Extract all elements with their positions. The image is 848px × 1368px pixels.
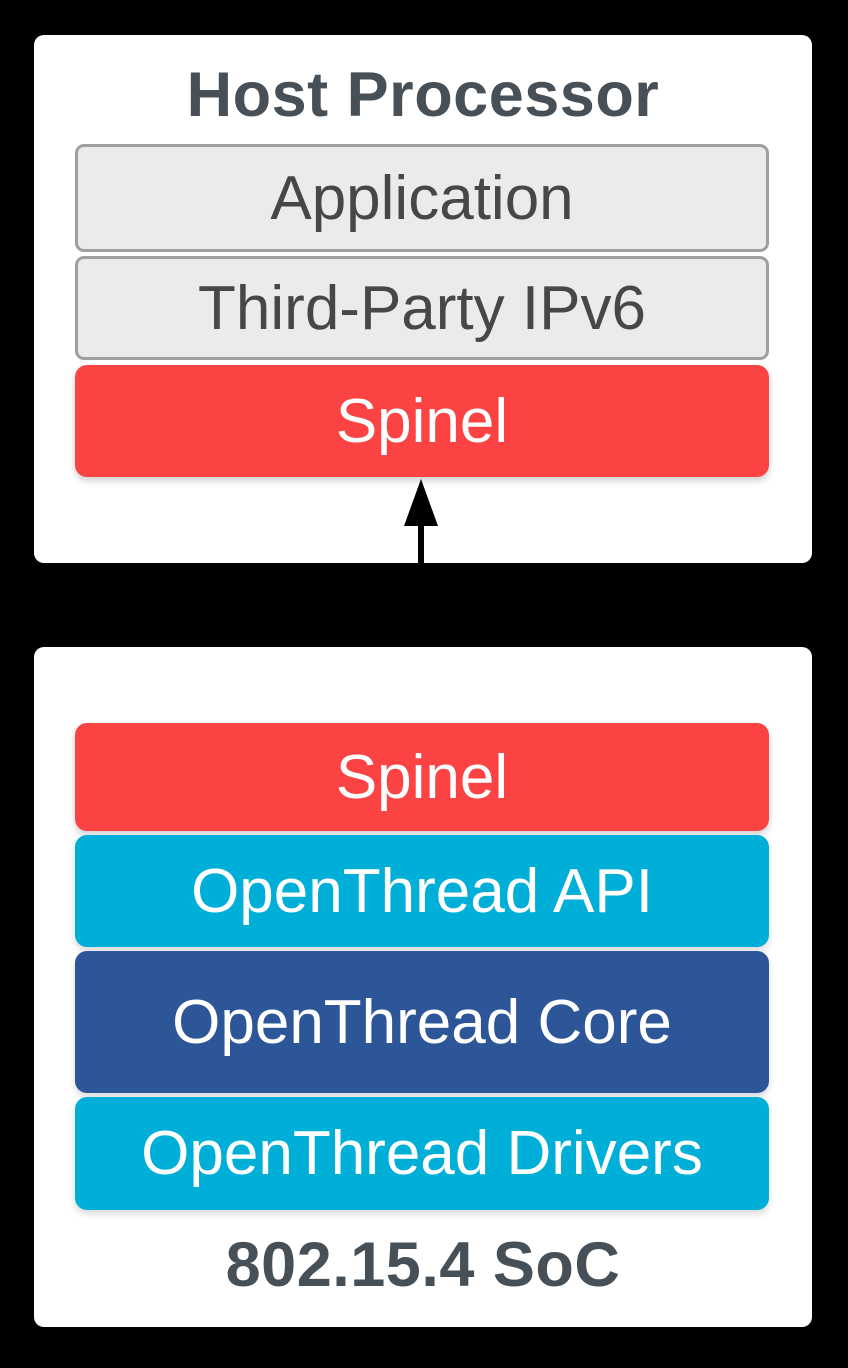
host-processor-card: Host Processor Application Third-Party I… — [34, 35, 812, 563]
layer-application: Application — [75, 144, 769, 252]
layer-openthread-core-label: OpenThread Core — [172, 987, 672, 1057]
layer-spinel-soc-label: Spinel — [335, 742, 509, 812]
layer-openthread-drivers: OpenThread Drivers — [75, 1097, 769, 1210]
layer-third-party-ipv6: Third-Party IPv6 — [75, 256, 769, 360]
layer-openthread-api: OpenThread API — [75, 835, 769, 947]
layer-openthread-core: OpenThread Core — [75, 951, 769, 1093]
host-card-title: Host Processor — [186, 60, 660, 130]
layer-openthread-drivers-label: OpenThread Drivers — [141, 1119, 703, 1188]
layer-spinel-soc: Spinel — [75, 723, 769, 831]
layer-application-label: Application — [270, 163, 574, 233]
soc-card-title: 802.15.4 SoC — [225, 1230, 621, 1300]
layer-spinel-host: Spinel — [75, 365, 769, 477]
layer-spinel-host-label: Spinel — [335, 386, 509, 456]
layer-third-party-ipv6-label: Third-Party IPv6 — [198, 273, 646, 343]
soc-card: Spinel OpenThread API OpenThread Core Op… — [34, 647, 812, 1327]
layer-openthread-api-label: OpenThread API — [191, 856, 653, 926]
